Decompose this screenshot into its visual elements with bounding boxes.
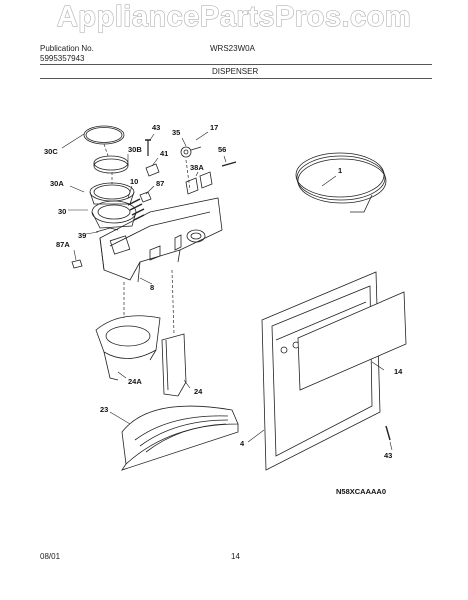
footer-date: 08/01 xyxy=(40,552,61,561)
callout-56: 56 xyxy=(218,145,226,154)
publication-label: Publication No. xyxy=(40,44,94,53)
callout-24: 24 xyxy=(194,387,203,396)
title-divider xyxy=(40,78,432,79)
callout-30a: 30A xyxy=(50,179,64,188)
part-23-drip-tray xyxy=(121,405,239,471)
part-43-screw-lower xyxy=(385,425,391,441)
callout-35: 35 xyxy=(172,128,180,137)
callout-39: 39 xyxy=(78,231,86,240)
part-39-wire xyxy=(95,227,119,233)
callout-30: 30 xyxy=(58,207,66,216)
part-87-bracket xyxy=(139,191,152,203)
section-title: DISPENSER xyxy=(212,67,259,76)
part-8-dispenser-module xyxy=(99,197,223,283)
watermark-logo: AppliancePartsPros.com xyxy=(56,1,412,34)
part-1-water-tube xyxy=(295,152,387,213)
part-87a-clip xyxy=(71,259,83,269)
model-number: WRS23W0A xyxy=(210,44,255,53)
part-38a-actuator xyxy=(185,171,213,195)
callout-43-lower: 43 xyxy=(384,451,392,460)
part-30b-lens xyxy=(93,155,129,174)
callout-30b: 30B xyxy=(128,145,142,154)
callout-14: 14 xyxy=(394,367,403,376)
footer-page-number: 14 xyxy=(231,552,240,561)
callout-24a: 24A xyxy=(128,377,142,386)
part-24-chute xyxy=(161,333,187,397)
callout-10: 10 xyxy=(130,177,138,186)
callout-38a: 38A xyxy=(190,163,204,172)
callout-4: 4 xyxy=(240,439,245,448)
part-56-screw xyxy=(221,161,237,167)
part-30c-gasket xyxy=(83,125,125,145)
part-43-screw xyxy=(145,139,151,156)
callout-leader-lines xyxy=(61,131,393,451)
callout-41: 41 xyxy=(160,149,168,158)
part-14-panel-cover xyxy=(297,291,407,391)
drawing-code: N58XCAAAA0 xyxy=(336,487,386,496)
callout-87a: 87A xyxy=(56,240,70,249)
callout-1: 1 xyxy=(338,166,342,175)
callout-30c: 30C xyxy=(44,147,58,156)
callout-23: 23 xyxy=(100,405,108,414)
header-divider xyxy=(40,64,432,65)
assembly-guide-lines xyxy=(103,143,191,335)
part-30-fixture xyxy=(91,198,145,229)
callout-8: 8 xyxy=(150,283,154,292)
callout-87: 87 xyxy=(156,179,164,188)
part-24a-funnel xyxy=(95,315,161,381)
publication-number: 5995357943 xyxy=(40,54,85,63)
callout-17: 17 xyxy=(210,123,218,132)
callout-43-top: 43 xyxy=(152,123,160,132)
part-35-switch xyxy=(180,146,202,158)
